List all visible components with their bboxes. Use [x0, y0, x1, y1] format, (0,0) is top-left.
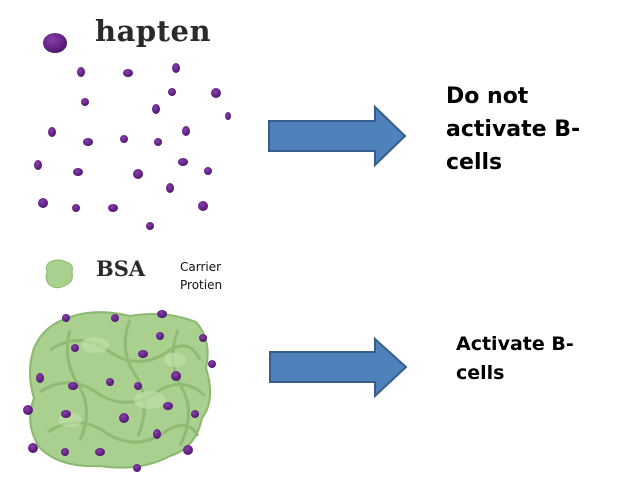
hapten-dot: [48, 127, 56, 137]
arrow-right-icon-conjugate: [269, 336, 408, 399]
hapten-dot: [81, 98, 89, 106]
hapten-dot: [199, 334, 207, 342]
hapten-dot: [166, 183, 174, 193]
hapten-dot: [178, 158, 188, 166]
hapten-dot: [73, 168, 83, 176]
hapten-dot: [163, 402, 173, 410]
carrier-protein-label: Carrier Protien: [180, 258, 222, 294]
outcome-conjugate: Activate B-cells: [456, 333, 574, 384]
hapten-dot: [168, 88, 176, 96]
hapten-dot: [119, 413, 129, 423]
carrier-label-line1: Carrier: [180, 260, 222, 274]
bsa-legend-icon: [45, 259, 73, 289]
hapten-dot: [171, 371, 181, 381]
arrow-right-icon-free-hapten: [268, 104, 407, 168]
hapten-dot: [204, 167, 212, 175]
hapten-dot: [68, 382, 78, 390]
hapten-dot: [191, 410, 199, 418]
hapten-dot: [153, 429, 161, 439]
hapten-dot: [134, 382, 142, 390]
free-hapten-cloud: [34, 63, 231, 230]
hapten-dot: [157, 310, 167, 318]
hapten-legend-label: hapten: [95, 14, 212, 48]
hapten-dot: [133, 464, 141, 472]
hapten-dot: [72, 204, 80, 212]
hapten-dot: [211, 88, 221, 98]
hapten-dot: [123, 69, 133, 77]
hapten-dot: [152, 104, 160, 114]
hapten-dot: [225, 112, 231, 120]
hapten-dot: [106, 378, 114, 386]
bsa-legend-label: BSA: [96, 256, 146, 281]
hapten-dot: [133, 169, 143, 179]
hapten-dot: [146, 222, 154, 230]
hapten-dot: [208, 360, 216, 368]
hapten-dot: [111, 314, 119, 322]
hapten-dot: [183, 445, 193, 455]
outcome-free-hapten: Do not activate B-cells: [446, 84, 581, 175]
hapten-dot: [61, 410, 71, 418]
hapten-dot: [120, 135, 128, 143]
hapten-dot: [38, 198, 48, 208]
carrier-label-line2: Protien: [180, 278, 223, 292]
hapten-dot: [34, 160, 42, 170]
hapten-dot: [154, 138, 162, 146]
hapten-dot: [71, 344, 79, 352]
hapten-dot: [138, 350, 148, 358]
bound-haptens: [23, 310, 216, 472]
hapten-dot: [28, 443, 38, 453]
hapten-dot: [156, 332, 164, 340]
hapten-dot: [172, 63, 180, 73]
hapten-dot: [62, 314, 70, 322]
hapten-legend-icon: [43, 33, 67, 53]
hapten-dot: [198, 201, 208, 211]
hapten-dot: [95, 448, 105, 456]
hapten-dot: [182, 126, 190, 136]
hapten-dot: [61, 448, 69, 456]
hapten-dot: [77, 67, 85, 77]
hapten-dot: [108, 204, 118, 212]
carrier-protein-conjugate: [23, 310, 216, 472]
hapten-dot: [23, 405, 33, 415]
hapten-dot: [83, 138, 93, 146]
hapten-dot: [36, 373, 44, 383]
